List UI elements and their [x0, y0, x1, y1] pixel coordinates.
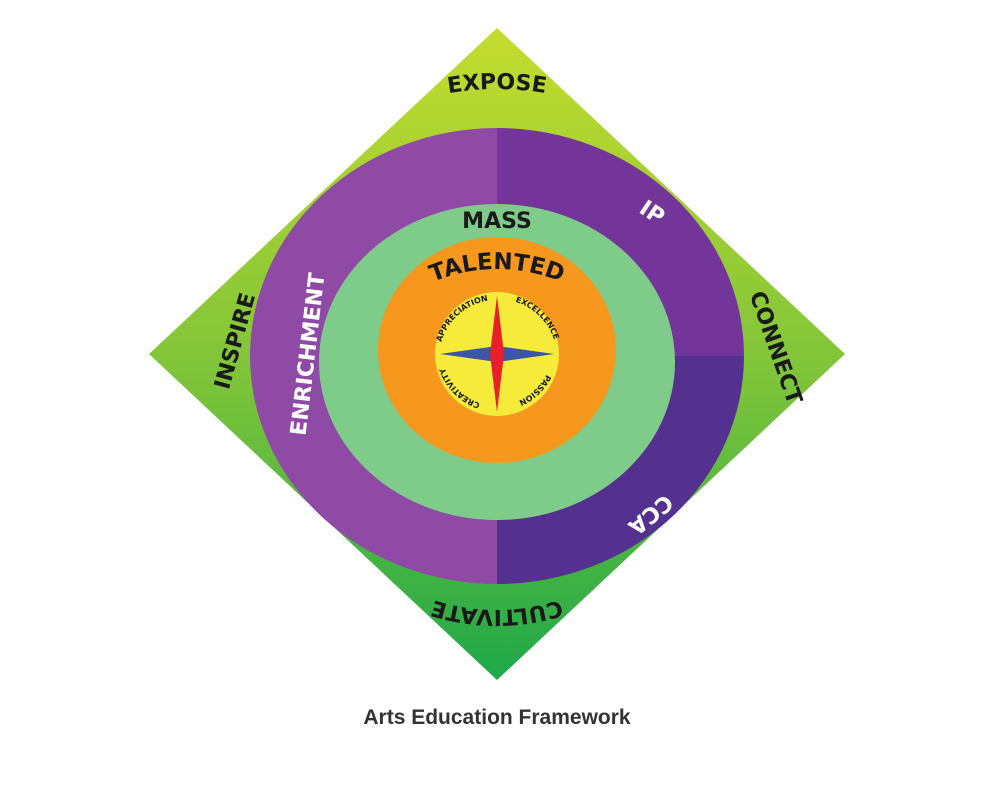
label-expose: EXPOSE — [446, 70, 549, 99]
label-mass: MASS — [462, 209, 532, 234]
figure-caption: Arts Education Framework — [363, 706, 631, 729]
svg-text:MASS: MASS — [462, 209, 532, 234]
svg-text:EXPOSE: EXPOSE — [446, 70, 549, 99]
compass-star-vertical — [490, 296, 504, 412]
